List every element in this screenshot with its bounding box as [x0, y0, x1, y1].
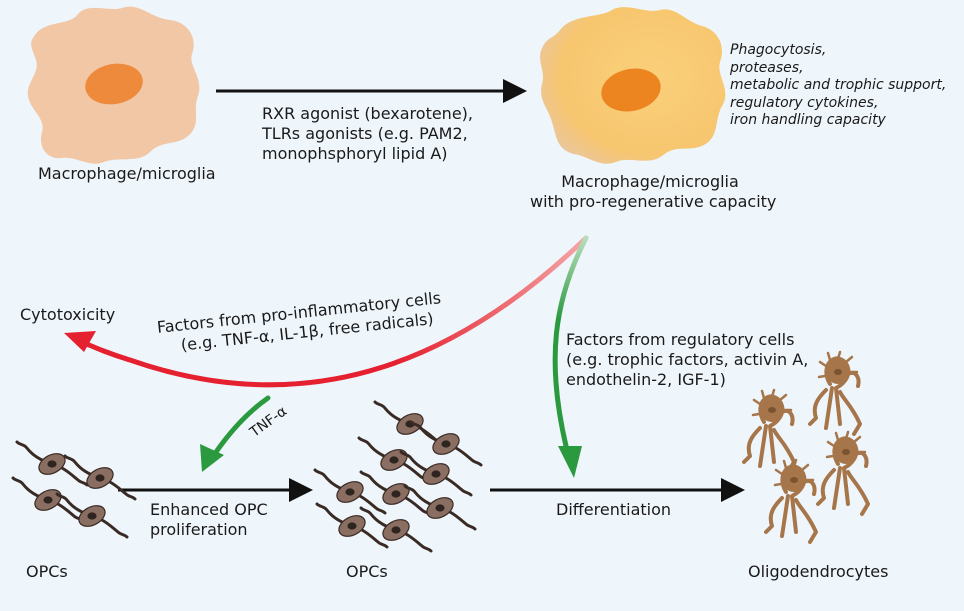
opc-group-right [313, 400, 483, 553]
differentiation-label: Differentiation [556, 500, 672, 519]
cytotoxic-arrow [64, 235, 589, 388]
opcs-right-label: OPCs [346, 562, 388, 581]
regulatory-arrow [552, 235, 589, 478]
macrophage-nucleus [85, 63, 143, 105]
proliferation-label: Enhanced OPC proliferation [150, 500, 268, 539]
regenerative-macrophage-nucleus [601, 68, 661, 112]
functions-list: Phagocytosis, proteases, metabolic and t… [730, 42, 947, 128]
opc-group-left [11, 440, 137, 539]
regulatory-factors-label: Factors from regulatory cells (e.g. trop… [566, 330, 809, 389]
activation-arrow-label: RXR agonist (bexarotene), TLRs agonists … [262, 104, 473, 163]
opcs-left-label: OPCs [26, 562, 68, 581]
regenerative-macrophage-label: Macrophage/microglia with pro-regenerati… [530, 172, 777, 211]
oligodendrocytes-label: Oligodendrocytes [748, 562, 889, 581]
macrophage-cell [27, 6, 200, 164]
tnf-alpha-arrow [200, 395, 271, 472]
regenerative-macrophage-cell [540, 7, 726, 164]
cytotoxicity-label: Cytotoxicity [20, 305, 116, 324]
macrophage-label: Macrophage/microglia [38, 164, 216, 183]
